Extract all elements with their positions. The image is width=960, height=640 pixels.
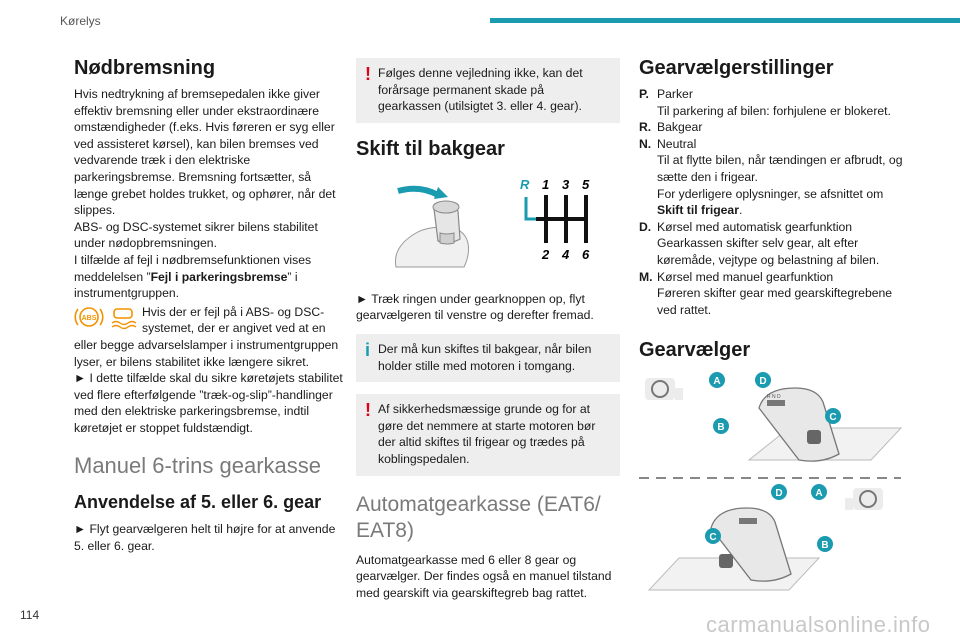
warning-exclamation-icon: ! xyxy=(365,400,371,421)
gear-label-3: 3 xyxy=(562,177,570,192)
section-header: Kørelys xyxy=(60,14,101,28)
callout-label: A xyxy=(713,376,720,387)
column-left: Nødbremsning Hvis nedtrykning af bremsep… xyxy=(74,50,344,555)
position-d: D. Kørsel med automatisk gearfunktion Ge… xyxy=(639,219,911,269)
paragraph-reverse-instruction: ► Træk ringen under gearknoppen op, flyt… xyxy=(356,291,594,323)
warning-box-2: ! Af sikkerhedsmæssige grunde og for at … xyxy=(356,394,620,476)
position-r: R. Bakgear xyxy=(639,119,911,136)
text-line: Kørsel med automatisk gearfunktion xyxy=(657,219,853,234)
gear-pattern-diagram: R 1 3 5 2 4 6 xyxy=(520,177,590,262)
text-line: Neutral xyxy=(657,136,697,151)
position-key: R. xyxy=(639,120,652,135)
gear-label-r: R xyxy=(520,177,530,192)
callout-bottom-b: B xyxy=(817,536,833,553)
callout-top-c: C xyxy=(825,408,841,425)
text-line: Føreren skifter gear med gearskiftegrebe… xyxy=(657,286,893,317)
abs-warning-icon: ABS xyxy=(74,306,104,327)
svg-text:R N D: R N D xyxy=(767,394,781,400)
paragraph-emergency-3: I tilfælde af fejl i nødbremsefunktionen… xyxy=(74,252,344,302)
text-span: . xyxy=(738,203,743,218)
callout-bottom-c: C xyxy=(705,528,721,545)
reverse-gear-figure: R 1 3 5 2 4 6 xyxy=(356,173,620,279)
text-line: Til at flytte bilen, når tændingen er af… xyxy=(657,153,903,184)
position-n: N. Neutral Til at flytte bilen, når tænd… xyxy=(639,136,911,219)
callout-label: B xyxy=(821,540,828,551)
warning-text: Følges denne vejledning ikke, kan det fo… xyxy=(378,66,583,114)
text-line: Til parkering af bilen: forhjulene er bl… xyxy=(657,103,891,118)
callout-bottom-a: A xyxy=(811,484,827,501)
text-line: Kørsel med manuel gearfunktion xyxy=(657,269,834,284)
steering-wheel-icon xyxy=(645,378,683,401)
callout-label: C xyxy=(829,412,836,423)
info-text: Der må kun skiftes til bakgear, når bile… xyxy=(378,341,592,373)
column-middle: ! Følges denne vejledning ikke, kan det … xyxy=(356,58,620,601)
callout-label: A xyxy=(815,488,822,499)
text-line: Parker xyxy=(657,87,693,101)
heading-automatic-gearbox: Automatgearkasse (EAT6/ EAT8) xyxy=(356,492,601,542)
gear-label-2: 2 xyxy=(541,247,550,262)
text-span: Hvis der er fejl på i ABS- og DSC-system… xyxy=(74,304,339,369)
position-p: P. Parker Til parkering af bilen: forhju… xyxy=(639,86,911,119)
paragraph-automatic-gearbox: Automatgearkasse med 6 eller 8 gear og g… xyxy=(356,552,612,600)
callout-bottom-d: D xyxy=(771,484,787,501)
gear-label-5: 5 xyxy=(582,177,590,192)
text-span: ” i instrumentgruppen. xyxy=(74,269,298,301)
warning-box-1: ! Følges denne vejledning ikke, kan det … xyxy=(356,58,620,123)
svg-text:ABS: ABS xyxy=(82,315,97,322)
watermark: carmanualsonline.info xyxy=(706,612,931,637)
position-m: M. Kørsel med manuel gearfunktion Førere… xyxy=(639,269,911,319)
position-description: Bakgear xyxy=(657,120,703,135)
callout-label: C xyxy=(709,532,716,543)
heading-emergency-braking: Nødbremsning xyxy=(74,57,216,79)
position-key: N. xyxy=(639,136,652,151)
dsc-warning-icon xyxy=(111,307,137,329)
heading-gear-selector: Gearvælger xyxy=(639,339,751,362)
position-key: M. xyxy=(639,269,653,284)
callout-label: D xyxy=(775,488,782,499)
callout-top-d: D xyxy=(755,372,771,389)
message-fault-parking-brake: Fejl i parkeringsbremse xyxy=(150,269,288,284)
callout-label: D xyxy=(759,376,766,387)
position-description: Kørsel med manuel gearfunktion Føreren s… xyxy=(657,269,911,319)
heading-reverse-gear: Skift til bakgear xyxy=(356,137,505,160)
page-number: 114 xyxy=(20,608,40,622)
warning-lamps: ABS xyxy=(74,304,138,330)
heading-5th-6th-gear: Anvendelse af 5. eller 6. gear xyxy=(74,492,322,513)
paragraph-emergency-2: ABS- og DSC-systemet sikrer bilens stabi… xyxy=(74,219,318,251)
callout-top-b: B xyxy=(713,418,729,435)
position-description: Parker Til parkering af bilen: forhjulen… xyxy=(657,86,911,119)
heading-selector-positions: Gearvælgerstillinger xyxy=(639,57,834,79)
gear-label-4: 4 xyxy=(561,247,570,262)
text-line: Gearkassen skifter selv gear, alt efter … xyxy=(657,236,880,267)
paragraph-emergency-4: ABS Hvis der er fejl på i ABS- og DSC-sy… xyxy=(74,304,344,370)
heading-manual-gearbox: Manuel 6-trins gearkasse xyxy=(74,453,322,479)
warning-exclamation-icon: ! xyxy=(365,64,371,84)
callout-top-a: A xyxy=(709,372,725,389)
text-line: For yderligere oplysninger, se afsnittet… xyxy=(657,186,884,201)
callout-label: B xyxy=(717,422,724,433)
position-key: P. xyxy=(639,87,649,101)
paragraph-emergency-1: Hvis nedtrykning af bremsepedalen ikke g… xyxy=(74,87,336,218)
position-description: Neutral Til at flytte bilen, når tænding… xyxy=(657,136,911,219)
selector-positions-list: P. Parker Til parkering af bilen: forhju… xyxy=(639,86,911,318)
column-right: Gearvælgerstillinger P. Parker Til parke… xyxy=(639,50,911,598)
paragraph-5th-6th-gear: ► Flyt gearvælgeren helt til højre for a… xyxy=(74,522,336,554)
position-description: Kørsel med automatisk gearfunktion Geark… xyxy=(657,219,911,269)
steering-wheel-icon xyxy=(845,488,883,511)
gear-knob-illustration xyxy=(394,185,469,268)
gear-label-6: 6 xyxy=(582,247,590,262)
paragraph-emergency-5: ► I dette tilfælde skal du sikre køretøj… xyxy=(74,371,343,435)
gear-label-1: 1 xyxy=(542,177,549,192)
position-key: D. xyxy=(639,219,652,234)
text-span: I tilfælde af fejl i nødbremsefunktionen… xyxy=(74,252,312,284)
info-icon: i xyxy=(365,339,371,360)
gear-selector-illustration: R N D A D C B D xyxy=(639,372,903,591)
warning-text: Af sikkerhedsmæssige grunde og for at gø… xyxy=(378,402,596,466)
header-accent-bar xyxy=(490,18,960,23)
link-neutral-section: Skift til frigear xyxy=(657,203,739,218)
info-box-1: i Der må kun skiftes til bakgear, når bi… xyxy=(356,333,620,383)
